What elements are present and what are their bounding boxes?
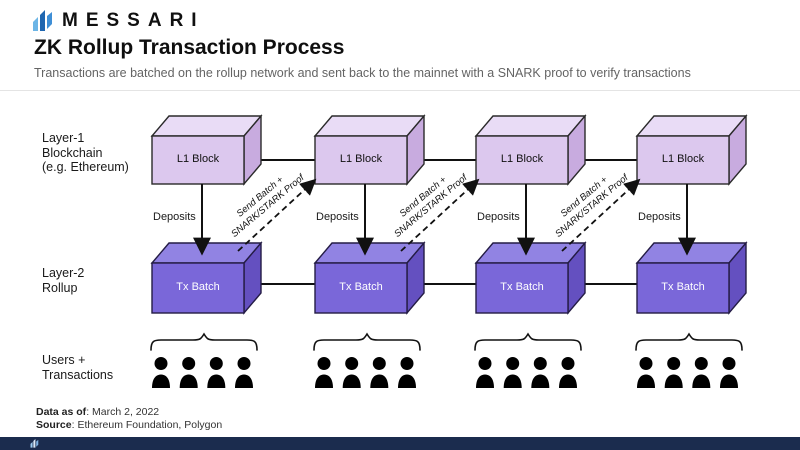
source-note: Source: Ethereum Foundation, Polygon	[36, 419, 223, 431]
deposits-label: Deposits	[477, 211, 520, 223]
tx-batch-cube	[314, 242, 425, 314]
footer-brand-bar	[0, 437, 800, 450]
messari-logo-icon	[33, 10, 52, 31]
deposits-label: Deposits	[153, 211, 196, 223]
send-batch-arrow	[400, 178, 480, 252]
tx-batch-label: Tx Batch	[500, 281, 544, 293]
deposits-label: Deposits	[638, 211, 681, 223]
l1-block-cube	[151, 115, 262, 185]
brand: MESSARI	[33, 10, 205, 32]
l1-block-label: L1 Block	[661, 153, 705, 165]
tx-batch-label: Tx Batch	[661, 281, 705, 293]
header-divider	[0, 90, 800, 91]
l1-block-cube	[475, 115, 586, 185]
l1-block-cube	[636, 115, 747, 185]
brand-wordmark: MESSARI	[62, 10, 205, 31]
tx-batch-cube	[475, 242, 586, 314]
user-group	[314, 334, 420, 388]
tx-batch-cube	[636, 242, 747, 314]
l1-block-label: L1 Block	[500, 153, 544, 165]
data-as-of-label: Data as of	[36, 406, 87, 418]
send-batch-arrow	[237, 178, 317, 252]
messari-footer-icon	[30, 439, 39, 448]
row-label-layer2: Layer-2 Rollup	[42, 266, 85, 295]
tx-batch-label: Tx Batch	[339, 281, 383, 293]
source-label: Source	[36, 419, 72, 431]
row-label-users: Users + Transactions	[42, 353, 114, 382]
user-group	[151, 334, 257, 388]
user-group	[475, 334, 581, 388]
tx-batch-cube	[151, 242, 262, 314]
page-subtitle: Transactions are batched on the rollup n…	[34, 66, 691, 80]
send-batch-arrow	[561, 178, 641, 252]
row-label-layer1: Layer-1 Blockchain (e.g. Ethereum)	[42, 131, 129, 174]
l1-block-label: L1 Block	[176, 153, 220, 165]
page-title: ZK Rollup Transaction Process	[34, 36, 345, 59]
user-group	[636, 334, 742, 388]
l1-block-cube	[314, 115, 425, 185]
data-as-of-note: Data as of: March 2, 2022	[36, 406, 160, 418]
l1-block-label: L1 Block	[339, 153, 383, 165]
deposits-label: Deposits	[316, 211, 359, 223]
tx-batch-label: Tx Batch	[176, 281, 220, 293]
